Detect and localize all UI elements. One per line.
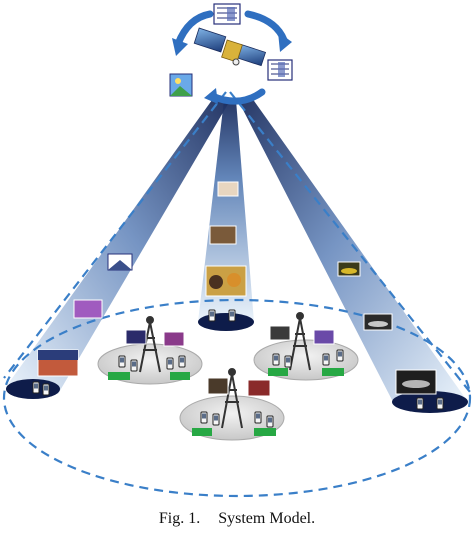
cell-center [179,395,285,441]
content-thumbnail-icon [125,325,335,397]
figure-label: Fig. 1. [158,510,201,527]
beam-right [238,98,468,413]
satellite-icon [193,27,267,67]
cell-tower-icon [221,368,243,429]
figure-caption: Fig. 1. System Model. [0,510,474,528]
coverage-boundary [2,91,472,498]
cell-left [97,343,203,385]
content-thumbnail-icon [337,261,437,395]
image-icon [169,73,193,97]
figure-caption-text: System Model. [218,510,316,527]
cycle-arrowheads [172,32,292,104]
content-file-icon [213,3,241,25]
cell-tower-icon [289,312,311,371]
content-file-icon [267,59,293,81]
content-thumbnail-icon [205,181,247,297]
cell-right [253,339,359,381]
cell-tower-icon [139,316,161,373]
content-thumbnail-icon [37,253,133,377]
